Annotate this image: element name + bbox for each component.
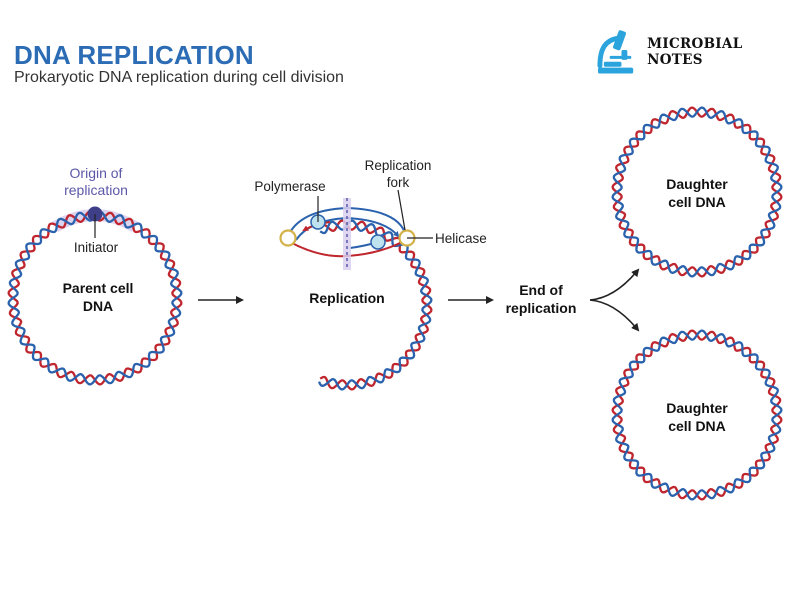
helicase-left	[279, 229, 297, 247]
end-label-line2: replication	[506, 300, 577, 316]
dna-strand-blue	[7, 210, 183, 386]
daughter-top-helix	[611, 106, 783, 278]
page-title: DNA REPLICATION	[14, 40, 254, 70]
polymerase-label: Polymerase	[254, 179, 325, 194]
fork-pointer	[397, 189, 406, 231]
daughter-dna-circle-bottom: Daughter cell DNA	[611, 329, 783, 501]
end-label-line1: End of	[519, 282, 563, 298]
parent-label-line2: DNA	[83, 298, 113, 314]
origin-label-line1: Origin of	[70, 165, 123, 181]
page-subtitle: Prokaryotic DNA replication during cell …	[14, 69, 344, 86]
parent-dna-helix	[7, 210, 183, 386]
daughter-dna-circle-top: Daughter cell DNA	[611, 106, 783, 278]
fork-label-line2: fork	[387, 175, 410, 190]
arrow-to-daughter-bottom	[589, 299, 640, 332]
daughter-bottom-helix	[611, 329, 783, 501]
replication-label: Replication	[309, 290, 384, 306]
microscope-icon	[597, 30, 634, 74]
polymerase-bottom	[370, 234, 386, 250]
parent-dna-circle: Origin of replication Initiator Parent c…	[7, 165, 183, 386]
brand-logo: MICROBIAL NOTES	[596, 28, 800, 76]
daughter-bottom-label-line2: cell DNA	[668, 418, 726, 434]
parent-label-line1: Parent cell	[63, 280, 134, 296]
daughter-bottom-label-line1: Daughter	[666, 400, 728, 416]
initiator-label: Initiator	[74, 240, 119, 255]
daughter-top-label-line2: cell DNA	[668, 194, 726, 210]
dna-strand-blue	[611, 329, 783, 501]
origin-label-line2: replication	[64, 182, 128, 198]
daughter-top-label-line1: Daughter	[666, 176, 728, 192]
brand-name: MICROBIAL NOTES	[647, 36, 743, 68]
dna-strand-blue	[611, 106, 783, 278]
helicase-label: Helicase	[435, 231, 487, 246]
fork-label-line1: Replication	[365, 158, 432, 173]
replication-dna-circle: Polymerase Replication fork Helicase Rep…	[254, 158, 487, 391]
arrow-to-daughter-top	[589, 268, 640, 301]
